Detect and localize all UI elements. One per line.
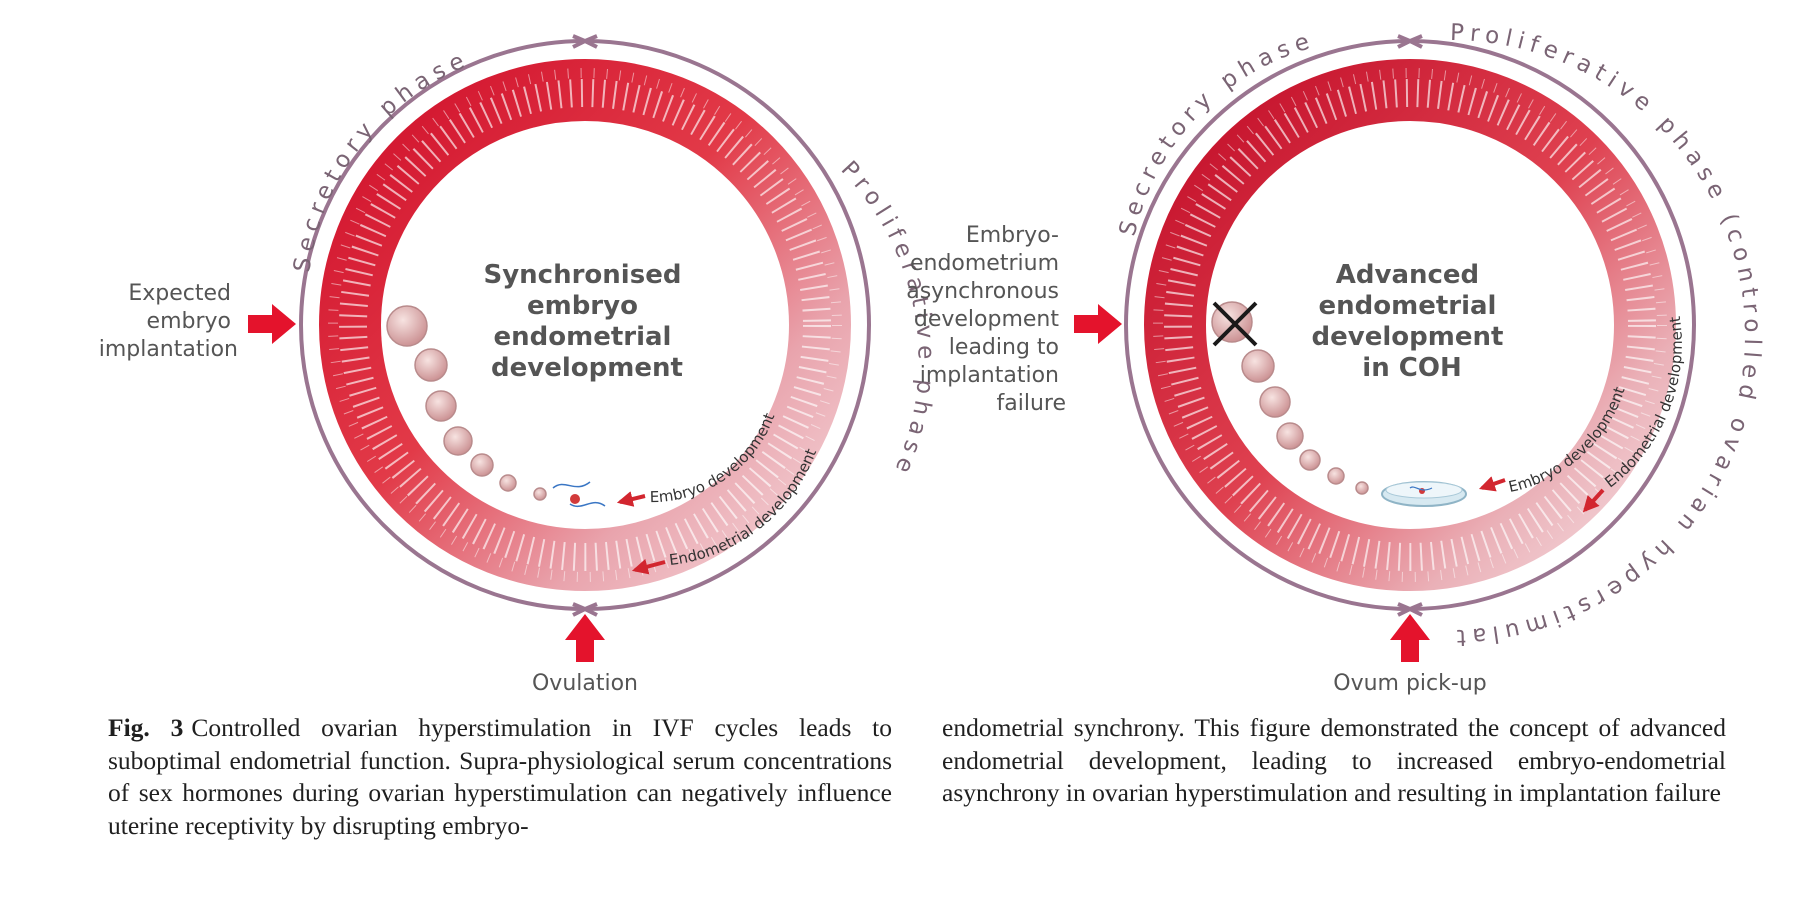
left-side-arrow — [248, 304, 296, 344]
left-embryo-cells — [386, 305, 606, 508]
left-title-line-2: embryo — [527, 291, 638, 321]
left-title-line-4: development — [491, 353, 683, 383]
right-endometrial-dev-arrow — [1582, 488, 1605, 513]
right-title-line-3: development — [1312, 322, 1504, 352]
right-side-label-line-6: implantation — [920, 363, 1059, 388]
right-bottom-label: Ovum pick-up — [1333, 671, 1486, 696]
implantation-failure-cross-icon — [1212, 301, 1258, 347]
left-gland-texture-inner — [328, 68, 842, 582]
right-gland-texture — [1164, 79, 1656, 571]
left-title-line-3: endometrial — [493, 322, 671, 352]
right-side-label-line-3: asynchronous — [906, 279, 1059, 304]
left-gland-texture — [339, 79, 831, 571]
figure-3-diagram: Synchronised embryo endometrial developm… — [0, 0, 1759, 696]
petri-dish-icon — [1381, 481, 1467, 507]
left-side-label-line-3: implantation — [99, 337, 238, 362]
right-title-line-1: Advanced — [1336, 260, 1479, 290]
left-side-label-line-2: embryo — [147, 309, 231, 334]
svg-text:Advanced endometrial: Advanced endometrial development in COH — [1312, 260, 1513, 383]
left-diagram: Synchronised embryo endometrial developm… — [99, 34, 933, 696]
left-bottom-label: Ovulation — [532, 671, 638, 696]
right-gland-texture-inner — [1153, 68, 1667, 582]
right-diagram: Advanced endometrial development in COH … — [0, 0, 1759, 696]
left-embryo-dev-arrow — [616, 491, 646, 507]
caption-left-text: Controlled ovarian hyperstimulation in I… — [108, 713, 892, 840]
svg-text:Synchronised embryo: Synchronised embryo endometrial developm… — [484, 260, 691, 383]
figure-caption-right-column: endometrial synchrony. This figure demon… — [942, 712, 1726, 810]
figure-label: Fig. 3 — [108, 713, 184, 742]
right-side-arrow — [1074, 304, 1122, 344]
left-bottom-chevrons — [572, 602, 598, 617]
caption-right-text: endometrial synchrony. This figure demon… — [942, 713, 1726, 807]
right-side-label-line-5: leading to — [949, 335, 1059, 360]
right-side-label-line-2: endometrium — [910, 251, 1059, 276]
right-side-label-line-1: Embryo- — [966, 223, 1059, 248]
left-endometrial-dev-arrow — [631, 558, 666, 575]
right-bottom-chevrons — [1397, 602, 1423, 617]
left-title-line-1: Synchronised — [484, 260, 682, 290]
left-top-chevrons — [572, 34, 598, 49]
right-side-label-line-4: development — [914, 307, 1060, 332]
right-inner-disk — [1207, 122, 1613, 528]
right-top-chevrons — [1397, 34, 1423, 49]
right-bottom-arrow — [1390, 614, 1430, 662]
right-title-line-4: in COH — [1362, 353, 1461, 383]
left-bottom-arrow — [565, 614, 605, 662]
right-embryo-dev-arrow — [1478, 476, 1506, 492]
left-side-label-line-1: Expected — [128, 281, 231, 306]
svg-text:Embryo- endometrium: Embryo- endometrium asynchronous develop… — [906, 223, 1066, 416]
svg-text:Expected embryo im: Expected embryo implantation — [99, 281, 238, 362]
right-side-label-line-7: failure — [997, 391, 1067, 416]
right-title-line-2: endometrial — [1318, 291, 1496, 321]
left-inner-disk — [382, 122, 788, 528]
